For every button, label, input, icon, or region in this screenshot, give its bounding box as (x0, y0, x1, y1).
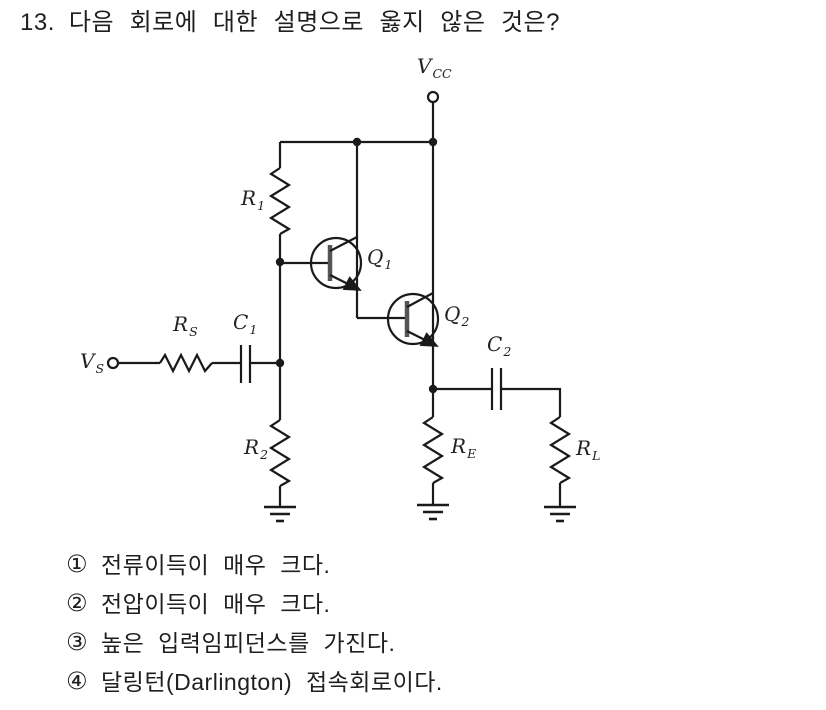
capacitor-c1 (239, 345, 252, 383)
choice-1-text: 전류이득이 매우 크다. (101, 552, 331, 578)
question-line: 13. 다음 회로에 대한 설명으로 옳지 않은 것은? (20, 8, 560, 38)
transistor-q2-collector (406, 292, 434, 308)
resistor-re (421, 416, 445, 484)
ground-rl (544, 505, 576, 523)
junction-dot (428, 137, 438, 147)
transistor-q2-emitter (406, 330, 439, 347)
wire-output-2 (501, 387, 562, 417)
label-q1: Q1 (367, 245, 393, 272)
choice-2: ② 전압이득이 매우 크다. (66, 590, 443, 618)
choice-1: ① 전류이득이 매우 크다. (66, 551, 443, 579)
label-vcc: VCC (417, 54, 452, 81)
choice-3: ③ 높은 입력임피던스를 가진다. (66, 629, 443, 657)
label-rl: RL (576, 436, 601, 463)
choice-1-number: ① (66, 551, 89, 578)
transistor-q1-collector (329, 236, 358, 252)
choice-4-text: 달링턴(Darlington) 접속회로이다. (101, 669, 443, 695)
choice-3-text: 높은 입력임피던스를 가진다. (101, 630, 396, 656)
junction-dots (275, 137, 438, 394)
choice-2-text: 전압이득이 매우 크다. (101, 591, 331, 617)
choice-4-number: ④ (66, 668, 89, 695)
junction-dot (428, 384, 438, 394)
vs-terminal (106, 356, 120, 370)
label-r2: R2 (244, 435, 269, 462)
resistor-rs (159, 352, 213, 374)
label-vs: VS (80, 349, 105, 376)
question-number: 13. (20, 9, 55, 36)
choice-4: ④ 달링턴(Darlington) 접속회로이다. (66, 668, 443, 696)
resistor-r2 (268, 419, 292, 487)
ground-re (417, 503, 449, 521)
label-r1: R1 (241, 186, 266, 213)
ground-r2 (264, 505, 296, 523)
choice-3-number: ③ (66, 629, 89, 656)
question-text: 다음 회로에 대한 설명으로 옳지 않은 것은? (68, 9, 560, 36)
junction-dot (275, 358, 285, 368)
label-q2: Q2 (444, 302, 470, 329)
transistor-q1-emitter (329, 274, 362, 291)
capacitor-c2 (490, 368, 503, 410)
transistor-q2-body (386, 292, 440, 346)
resistor-rl (548, 416, 572, 484)
resistor-r1 (268, 167, 292, 235)
answer-choices: ① 전류이득이 매우 크다. ② 전압이득이 매우 크다. ③ 높은 입력임피던… (66, 551, 443, 696)
junction-dot (275, 257, 285, 267)
vcc-terminal (426, 90, 440, 104)
label-re: RE (451, 434, 477, 461)
junction-dot (352, 137, 362, 147)
label-rs: RS (173, 312, 198, 339)
label-c2: C2 (487, 332, 512, 359)
transistor-q1-body (309, 236, 363, 290)
label-c1: C1 (233, 310, 258, 337)
circuit-diagram (106, 90, 576, 523)
choice-2-number: ② (66, 590, 89, 617)
